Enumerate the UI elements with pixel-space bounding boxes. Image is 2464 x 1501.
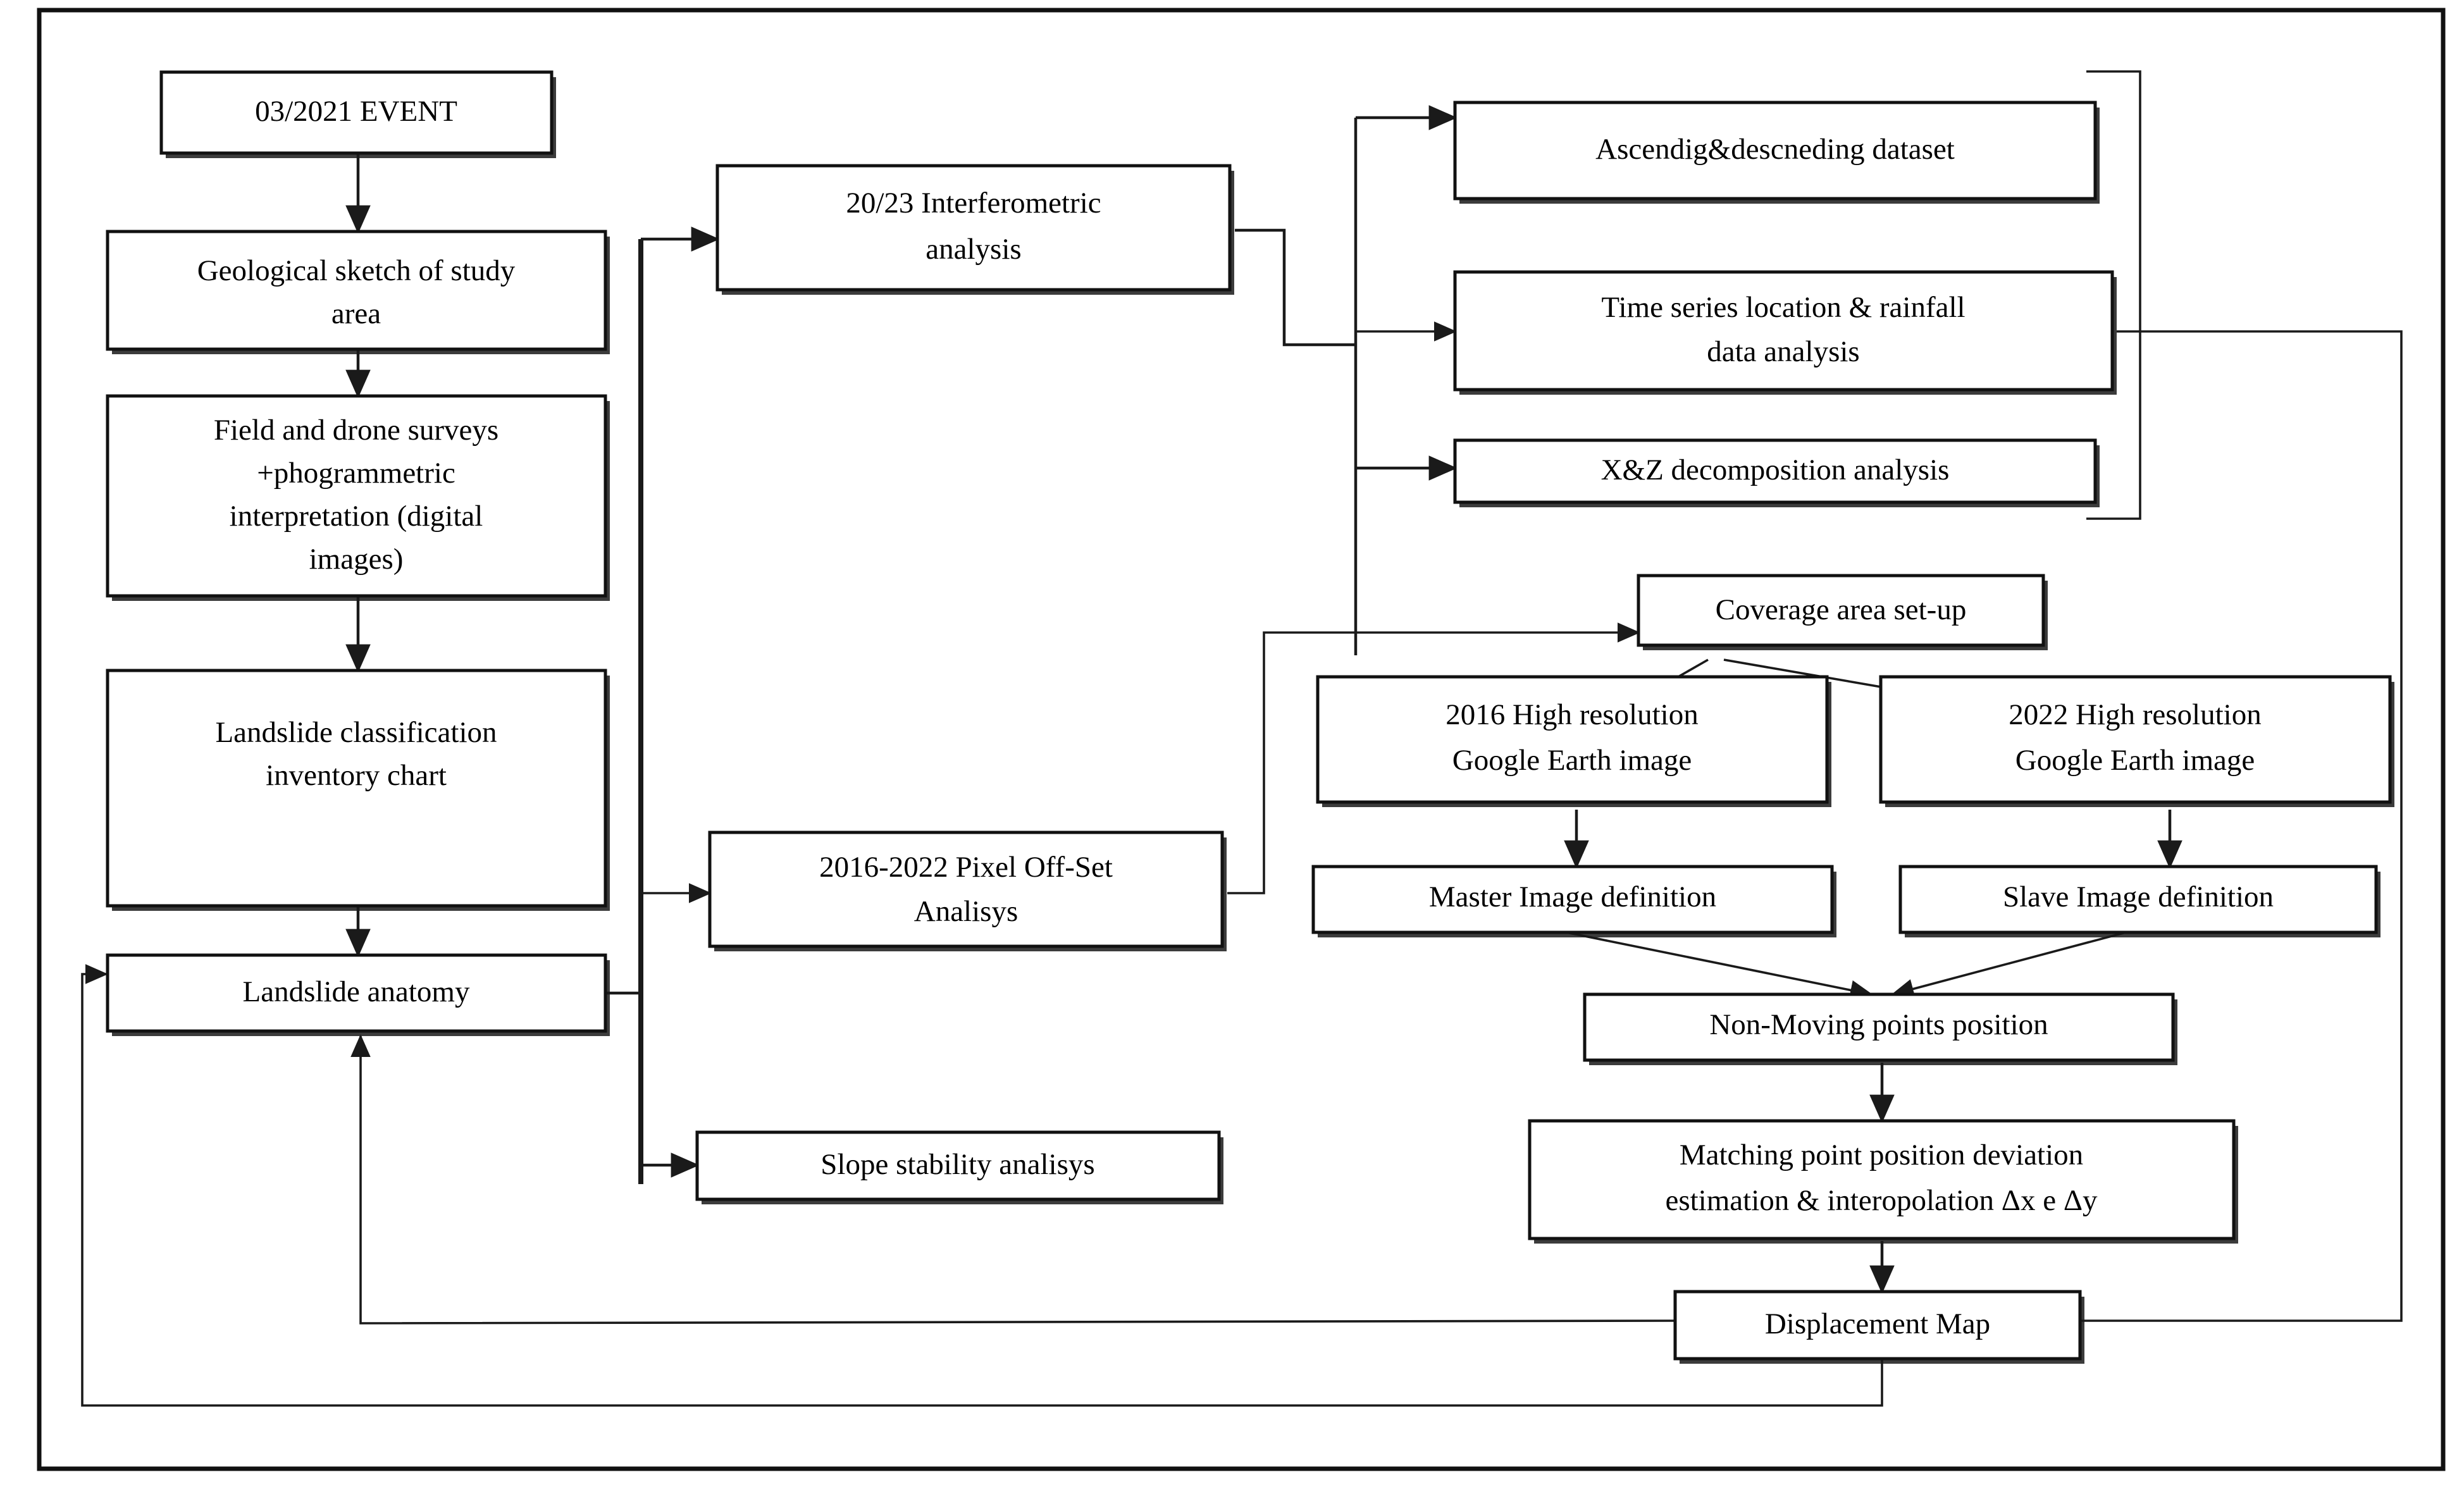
node-coverage-area[interactable]: Coverage area set-up (1637, 574, 2048, 650)
node-field-drone-line4: images) (309, 543, 404, 576)
node-displacement-map-label: Displacement Map (1765, 1307, 1990, 1340)
node-displacement-map[interactable]: Displacement Map (1673, 1290, 2084, 1364)
node-matching-point[interactable]: Matching point position deviation estima… (1528, 1119, 2238, 1244)
node-ascending-descending[interactable]: Ascendig&descneding dataset (1453, 101, 2100, 204)
outer-frame (37, 8, 2446, 1471)
node-ge-2022-line1: 2022 High resolution (2009, 698, 2261, 731)
node-slope-stability-label: Slope stability analisys (820, 1148, 1094, 1181)
node-ge-2016[interactable]: 2016 High resolution Google Earth image (1316, 675, 1831, 807)
node-event[interactable]: 03/2021 EVENT (159, 70, 556, 158)
edge-slave-to-non-moving (1891, 930, 2131, 999)
node-interferometric-line1: 20/23 Interferometric (846, 187, 1101, 219)
node-landslide-classification-line1: Landslide classification (215, 716, 497, 749)
node-landslide-anatomy[interactable]: Landslide anatomy (106, 953, 610, 1036)
node-ge-2022-line2: Google Earth image (2015, 744, 2255, 777)
node-pixel-offset[interactable]: 2016-2022 Pixel Off-Set Analisys (708, 831, 1227, 951)
edge-global-feedback-rail (822, 1359, 1883, 1407)
node-slave-image[interactable]: Slave Image definition (1898, 865, 2380, 937)
edge-pixel-offset-to-coverage-area (1227, 622, 1640, 894)
node-master-image-label: Master Image definition (1429, 880, 1716, 913)
edge-master-to-non-moving (1559, 930, 1873, 1000)
node-geological-sketch[interactable]: Geological sketch of study area (106, 230, 610, 354)
node-field-drone-line3: interpretation (digital (230, 500, 483, 533)
node-geological-sketch-line2: area (331, 297, 381, 330)
node-xz-decomposition[interactable]: X&Z decomposition analysis (1453, 438, 2100, 507)
node-matching-point-line1: Matching point position deviation (1680, 1139, 2083, 1171)
node-interferometric[interactable]: 20/23 Interferometric analysis (715, 164, 1234, 295)
node-event-label: 03/2021 EVENT (255, 95, 457, 128)
node-landslide-anatomy-label: Landslide anatomy (243, 975, 470, 1008)
node-landslide-classification[interactable]: Landslide classification inventory chart (106, 669, 610, 911)
node-time-series[interactable]: Time series location & rainfall data ana… (1453, 270, 2117, 395)
node-time-series-line1: Time series location & rainfall (1601, 291, 1965, 324)
edge-displacement-to-anatomy-bottom (350, 1034, 1676, 1325)
node-slave-image-label: Slave Image definition (2003, 880, 2274, 913)
node-landslide-classification-line2: inventory chart (266, 759, 447, 792)
edge-interferometric-stem (1235, 228, 1356, 347)
node-master-image[interactable]: Master Image definition (1311, 865, 1836, 937)
edge-top-group-bracket (2086, 70, 2141, 520)
node-ge-2016-line1: 2016 High resolution (1446, 698, 1698, 731)
node-time-series-line2: data analysis (1707, 335, 1859, 368)
node-slope-stability[interactable]: Slope stability analisys (695, 1130, 1223, 1204)
node-ge-2016-line2: Google Earth image (1452, 744, 1692, 777)
node-field-drone-line2: +phogrammetric (257, 457, 455, 490)
connectors (81, 70, 2403, 1407)
edge-global-feedback-to-anatomy-left (81, 964, 822, 1407)
node-pixel-offset-line2: Analisys (914, 895, 1018, 928)
node-non-moving-points-label: Non-Moving points position (1709, 1008, 2048, 1041)
node-matching-point-line2: estimation & interopolation Δx e Δy (1665, 1184, 2098, 1217)
node-field-drone-line1: Field and drone surveys (214, 414, 498, 447)
node-field-drone[interactable]: Field and drone surveys +phogrammetric i… (106, 394, 610, 601)
node-xz-decomposition-label: X&Z decomposition analysis (1601, 454, 1950, 486)
node-interferometric-line2: analysis (926, 233, 1021, 266)
node-ascending-descending-label: Ascendig&descneding dataset (1595, 133, 1955, 166)
edge-anatomy-vertical-trunk (638, 239, 643, 1184)
node-non-moving-points[interactable]: Non-Moving points position (1583, 992, 2177, 1065)
node-pixel-offset-line1: 2016-2022 Pixel Off-Set (819, 851, 1113, 884)
node-ge-2022[interactable]: 2022 High resolution Google Earth image (1879, 675, 2394, 807)
node-coverage-area-label: Coverage area set-up (1716, 593, 1967, 626)
node-geological-sketch-line1: Geological sketch of study (197, 254, 516, 287)
